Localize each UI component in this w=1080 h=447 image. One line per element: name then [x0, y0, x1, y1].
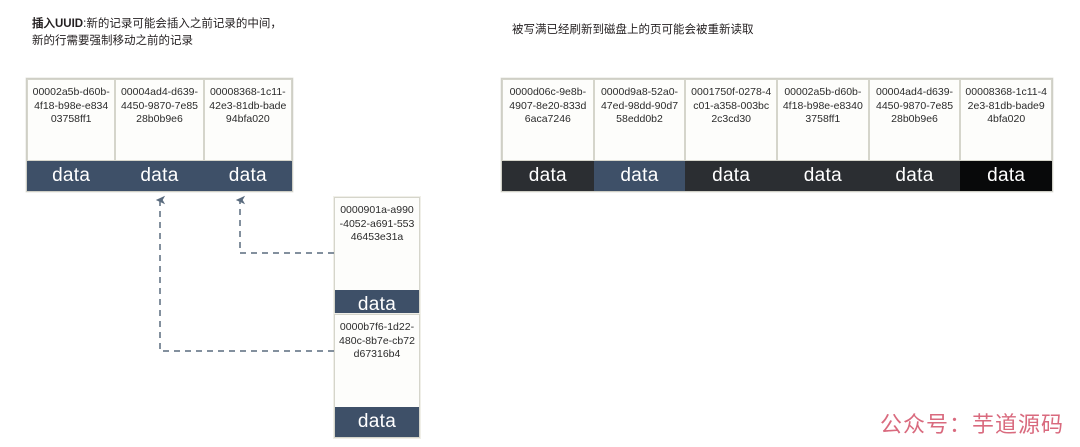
- caption-insert-uuid: 插入UUID:新的记录可能会插入之前记录的中间， 新的行需要强制移动之前的记录: [32, 16, 452, 50]
- caption-insert-uuid-body: :新的记录可能会插入之前记录的中间， 新的行需要强制移动之前的记录: [32, 18, 282, 47]
- caption-insert-uuid-lead: 插入UUID: [32, 18, 84, 30]
- uuid-cell: 00008368-1c11-42e3-81db-bade94bfa020: [960, 79, 1053, 161]
- record-column[interactable]: 00002a5b-d60b-4f18-b98e-e83403758ff1 dat…: [777, 79, 869, 191]
- uuid-cell: 0000901a-a990-4052-a691-55346453e31a: [335, 198, 419, 290]
- uuid-cell: 0001750f-0278-4c01-a358-003bc2c3cd30: [685, 79, 778, 161]
- record-column[interactable]: 00008368-1c11-42e3-81db-bade94bfa020 dat…: [960, 79, 1053, 191]
- data-cell: data: [115, 161, 204, 191]
- record-column[interactable]: 00004ad4-d639-4450-9870-7e8528b0b9e6 dat…: [868, 79, 961, 191]
- uuid-cell: 00004ad4-d639-4450-9870-7e8528b0b9e6: [868, 79, 961, 161]
- record-column[interactable]: 00004ad4-d639-4450-9870-7e8528b0b9e6 dat…: [115, 79, 204, 191]
- data-cell: data: [335, 407, 419, 437]
- uuid-cell: 00004ad4-d639-4450-9870-7e8528b0b9e6: [115, 79, 204, 161]
- caption-flushed-pages: 被写满已经刷新到磁盘上的页可能会被重新读取: [512, 24, 754, 36]
- record-column[interactable]: 00008368-1c11-42e3-81db-bade94bfa020 dat…: [203, 79, 292, 191]
- data-cell: data: [777, 161, 869, 191]
- record-column[interactable]: 0000d9a8-52a0-47ed-98dd-90d758edd0b2 dat…: [593, 79, 686, 191]
- insert-arrow-to-slot-1: [155, 195, 334, 352]
- record-column[interactable]: 0001750f-0278-4c01-a358-003bc2c3cd30 dat…: [685, 79, 778, 191]
- data-cell: data: [593, 161, 686, 191]
- data-cell: data: [960, 161, 1053, 191]
- record-column[interactable]: 0000d06c-9e8b-4907-8e20-833d6aca7246 dat…: [502, 79, 594, 191]
- data-cell: data: [502, 161, 594, 191]
- inserted-record-2[interactable]: 0000b7f6-1d22-480c-8b7e-cb72d67316b4 dat…: [334, 314, 420, 438]
- data-cell: data: [685, 161, 778, 191]
- existing-records-table: 00002a5b-d60b-4f18-b98e-e83403758ff1 dat…: [26, 78, 293, 192]
- record-column[interactable]: 00002a5b-d60b-4f18-b98e-e83403758ff1 dat…: [27, 79, 116, 191]
- uuid-cell: 0000b7f6-1d22-480c-8b7e-cb72d67316b4: [335, 315, 419, 407]
- data-cell: data: [868, 161, 961, 191]
- uuid-cell: 0000d9a8-52a0-47ed-98dd-90d758edd0b2: [593, 79, 686, 161]
- inserted-record-1[interactable]: 0000901a-a990-4052-a691-55346453e31a dat…: [334, 197, 420, 321]
- uuid-cell: 00002a5b-d60b-4f18-b98e-e83403758ff1: [27, 79, 116, 161]
- data-cell: data: [27, 161, 116, 191]
- watermark: 公众号：芋道源码: [879, 412, 1064, 437]
- uuid-cell: 0000d06c-9e8b-4907-8e20-833d6aca7246: [502, 79, 594, 161]
- insert-arrow-to-slot-2: [235, 195, 334, 254]
- uuid-cell: 00002a5b-d60b-4f18-b98e-e83403758ff1: [777, 79, 869, 161]
- uuid-cell: 00008368-1c11-42e3-81db-bade94bfa020: [203, 79, 292, 161]
- data-cell: data: [203, 161, 292, 191]
- flushed-pages-table: 0000d06c-9e8b-4907-8e20-833d6aca7246 dat…: [501, 78, 1053, 192]
